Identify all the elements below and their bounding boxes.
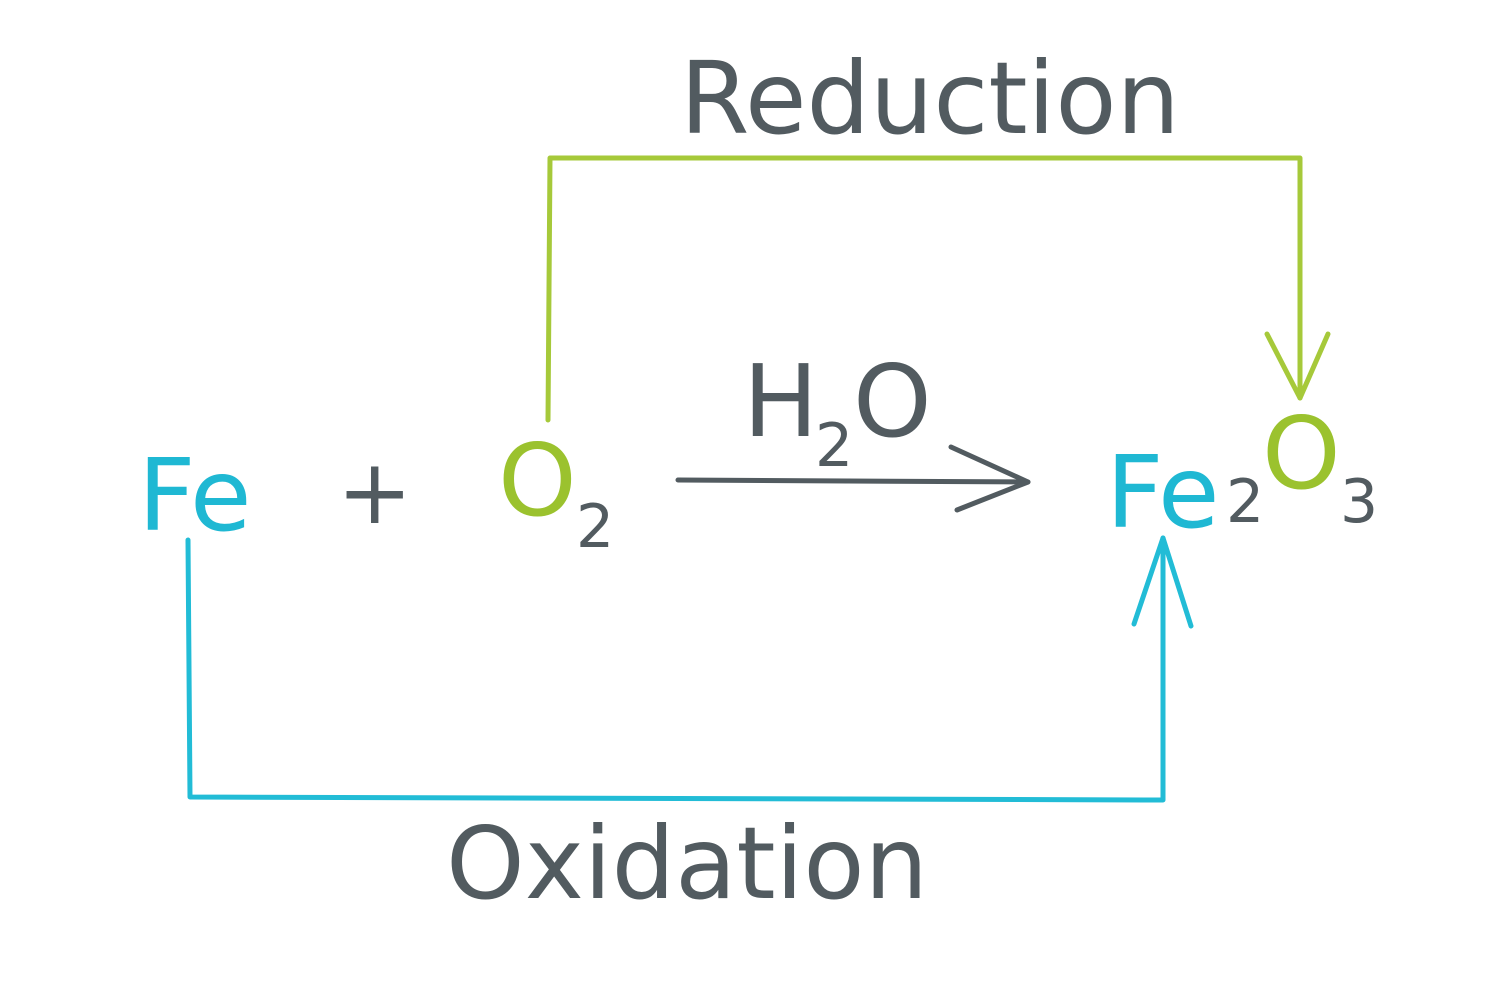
oxidation-label: Oxidation [446, 805, 928, 922]
reactant-oxygen-symbol: O [498, 422, 577, 539]
reduction-label: Reduction [680, 40, 1180, 157]
product-iron-subscript: 2 [1226, 467, 1264, 537]
catalyst-subscript: 2 [815, 411, 853, 481]
reactant-oxygen-subscript: 2 [576, 492, 614, 562]
plus-sign: + [337, 440, 412, 545]
reaction-arrow-head [948, 444, 1031, 513]
product-oxygen-subscript: 3 [1340, 467, 1378, 537]
reduction-arrowhead [1264, 331, 1331, 401]
catalyst-o-symbol: O [853, 343, 932, 460]
oxidation-path [185, 535, 1194, 803]
reaction-arrow [675, 444, 1031, 513]
reactant-iron: Fe [138, 437, 252, 554]
reaction-arrow-shaft [675, 477, 1031, 485]
product-iron-symbol: Fe [1106, 434, 1220, 551]
reduction-line [545, 155, 1303, 423]
oxidation-arrowhead [1131, 535, 1194, 629]
oxidation-line [185, 535, 1166, 803]
reduction-path [545, 155, 1331, 423]
product-oxygen-symbol: O [1262, 395, 1341, 512]
catalyst-h-symbol: H [743, 343, 818, 460]
